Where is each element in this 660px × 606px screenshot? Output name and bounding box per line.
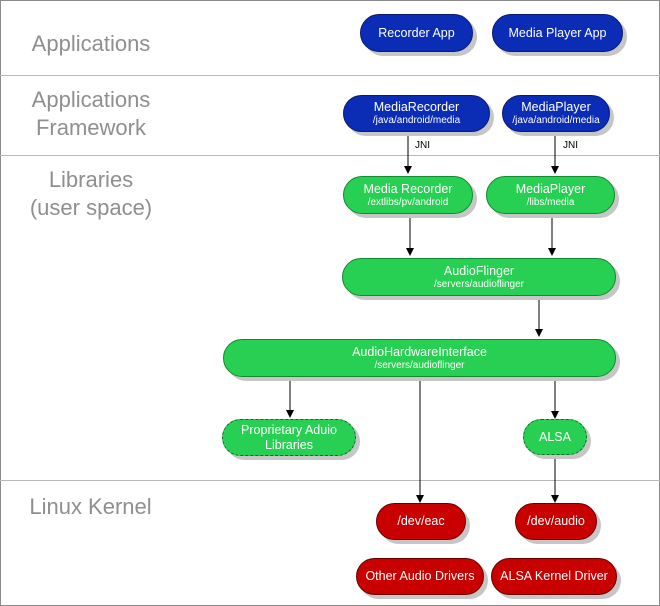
lib-media-recorder-path: /extlibs/pv/android <box>367 196 449 208</box>
alsa-box[interactable]: ALSA <box>523 419 587 455</box>
lib-mediaplayer-path: /libs/media <box>526 196 575 208</box>
divider-framework <box>0 155 660 156</box>
jni-label-recorder: JNI <box>415 140 430 151</box>
audio-hw-interface-box[interactable]: AudioHardwareInterface /servers/audiofli… <box>223 339 616 377</box>
fw-mediaplayer-title: MediaPlayer <box>521 100 591 114</box>
lib-media-recorder-box[interactable]: Media Recorder /extlibs/pv/android <box>343 176 473 214</box>
jni-label-player: JNI <box>563 140 578 151</box>
layer-label-framework-line1: Applications <box>31 87 151 112</box>
other-audio-drivers-title: Other Audio Drivers <box>365 569 475 583</box>
lib-mediaplayer-box[interactable]: MediaPlayer /libs/media <box>486 176 615 214</box>
layer-label-libraries-line1: Libraries <box>48 167 134 192</box>
dev-audio-title: /dev/audio <box>527 514 585 528</box>
other-audio-drivers-box[interactable]: Other Audio Drivers <box>356 558 484 595</box>
layer-label-framework-line2: Framework <box>35 115 146 140</box>
media-player-app-box[interactable]: Media Player App <box>492 14 623 52</box>
recorder-app-title: Recorder App <box>378 25 455 40</box>
alsa-title: ALSA <box>539 429 571 444</box>
dev-eac-box[interactable]: /dev/eac <box>376 503 466 540</box>
audioflinger-title: AudioFlinger <box>443 263 515 278</box>
alsa-kernel-driver-box[interactable]: ALSA Kernel Driver <box>491 558 617 595</box>
audio-hw-interface-path: /servers/audioflinger <box>374 359 465 371</box>
audioflinger-path: /servers/audioflinger <box>433 278 525 290</box>
proprietary-audio-title: Proprietary Aduio <box>241 422 337 437</box>
fw-mediaplayer-path: /java/android/media <box>512 115 600 126</box>
proprietary-audio-subtitle: Libraries <box>265 437 313 452</box>
divider-libraries <box>0 480 660 481</box>
fw-mediarecorder-path: /java/android/media <box>372 115 461 126</box>
alsa-kernel-driver-title: ALSA Kernel Driver <box>500 569 608 583</box>
lib-media-recorder-title: Media Recorder <box>363 181 453 196</box>
divider-applications <box>0 75 660 76</box>
lib-mediaplayer-title: MediaPlayer <box>515 181 586 196</box>
media-player-app-title: Media Player App <box>508 25 607 40</box>
layer-label-libraries: Libraries (user space) <box>20 166 162 222</box>
audioflinger-box[interactable]: AudioFlinger /servers/audioflinger <box>342 258 616 296</box>
dev-audio-box[interactable]: /dev/audio <box>515 503 597 540</box>
layer-label-libraries-line2: (user space) <box>29 195 153 220</box>
fw-mediaplayer-box[interactable]: MediaPlayer /java/android/media <box>502 95 610 132</box>
layer-label-kernel: Linux Kernel <box>29 494 152 519</box>
fw-mediarecorder-box[interactable]: MediaRecorder /java/android/media <box>343 95 490 132</box>
proprietary-audio-box[interactable]: Proprietary Aduio Libraries <box>222 419 356 456</box>
layer-label-framework: Applications Framework <box>20 86 162 142</box>
fw-mediarecorder-title: MediaRecorder <box>373 100 460 114</box>
dev-eac-title: /dev/eac <box>397 514 445 528</box>
recorder-app-box[interactable]: Recorder App <box>360 14 473 52</box>
layer-label-applications: Applications <box>31 31 151 56</box>
audio-hw-interface-title: AudioHardwareInterface <box>352 344 487 359</box>
